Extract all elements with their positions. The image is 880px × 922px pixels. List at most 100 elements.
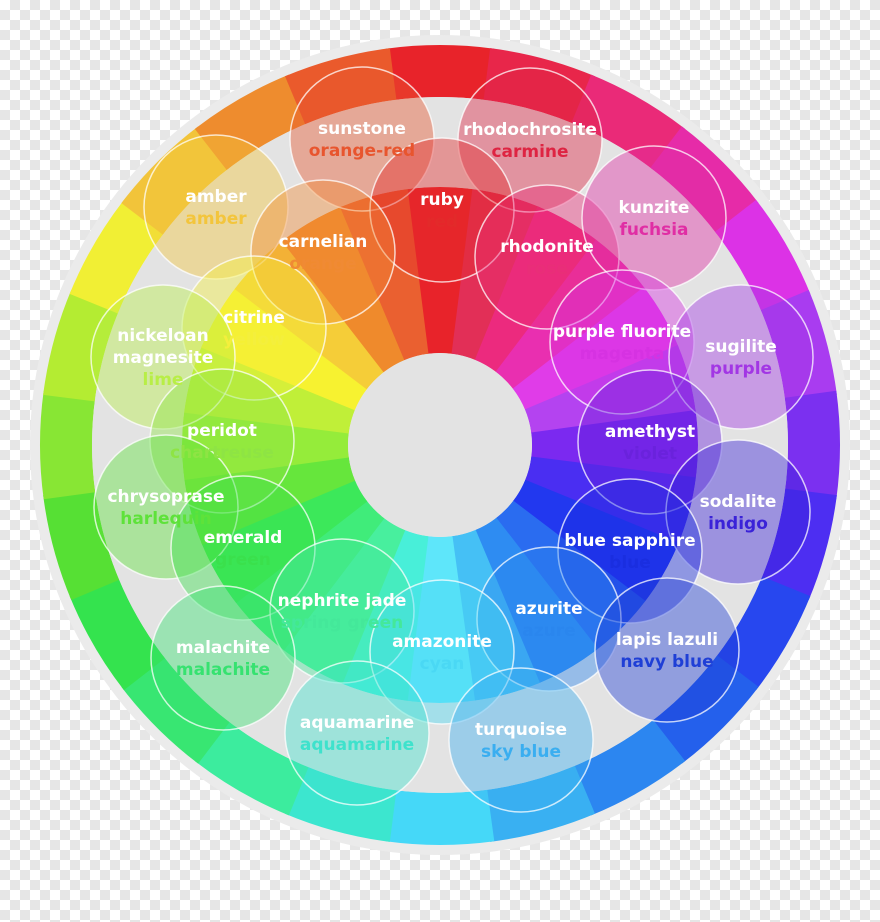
- stone-name: peridot: [187, 421, 257, 441]
- color-name: yellow: [223, 330, 285, 350]
- color-name: blue: [609, 553, 651, 573]
- color-name: aquamarine: [300, 735, 414, 755]
- stone-name: nickeloan: [117, 326, 208, 346]
- color-name: sky blue: [481, 742, 561, 762]
- inner-segment-navy-blue: [495, 500, 646, 651]
- color-name: green: [215, 550, 271, 570]
- color-name: orange-red: [309, 141, 415, 161]
- color-name: amber: [185, 209, 247, 229]
- stone-bubble: [549, 269, 695, 415]
- color-name: orange: [289, 254, 356, 274]
- stone-bubble: [448, 667, 594, 813]
- stone-name: amber: [185, 187, 247, 207]
- stone-bubble: [90, 284, 236, 430]
- stone-bubble: [557, 478, 703, 624]
- inner-segment-lime: [184, 345, 356, 434]
- color-name: rose: [526, 259, 568, 279]
- stone-name: purple fluorite: [553, 322, 691, 342]
- stone-name: sodalite: [700, 492, 777, 512]
- color-name: harlequin: [120, 509, 212, 529]
- stone-name: carnelian: [279, 232, 368, 252]
- stone-labels: sunstoneorange-redrhodochrositecarmineru…: [107, 119, 776, 762]
- stone-bubble: [476, 546, 622, 692]
- color-name: violet: [623, 444, 677, 464]
- stone-name: ruby: [420, 190, 464, 210]
- color-name: chartreuse: [170, 443, 274, 463]
- center-hole: [348, 353, 532, 537]
- stone-bubble: [93, 434, 239, 580]
- color-name: malachite: [176, 660, 270, 680]
- stone-bubble: [668, 284, 814, 430]
- inner-segment-harlequin: [184, 456, 356, 545]
- stone-name: aquamarine: [300, 713, 414, 733]
- stone-name: blue sapphire: [564, 531, 695, 551]
- stone-name: lapis lazuli: [616, 630, 718, 650]
- outer-segment-carmine: [483, 48, 596, 125]
- outer-segment-sky-blue: [483, 765, 596, 842]
- stone-bubble: [284, 660, 430, 806]
- inner-segment-green: [201, 479, 368, 604]
- inner-segment-rose: [474, 206, 599, 373]
- color-name: purple: [710, 359, 772, 379]
- outer-segment-yellow: [69, 199, 166, 314]
- stone-name: turquoise: [475, 720, 567, 740]
- stone-bubble: [369, 137, 515, 283]
- stone-name: azurite: [515, 599, 582, 619]
- stone-name: amethyst: [605, 422, 695, 442]
- outer-segment-blue: [714, 576, 811, 691]
- outer-segment-magenta: [714, 199, 811, 314]
- outer-segment-purple: [760, 289, 837, 402]
- stone-name: citrine: [223, 308, 285, 328]
- stone-bubble: [250, 179, 396, 325]
- hue-segments: [30, 35, 850, 855]
- stone-name: sugilite: [705, 337, 777, 357]
- stone-bubble: [170, 475, 316, 621]
- stone-name: chrysoprase: [107, 487, 224, 507]
- color-name: fuchsia: [619, 220, 688, 240]
- outer-segment-indigo: [760, 488, 837, 601]
- outer-segment-lime: [43, 289, 120, 402]
- outer-segment-orange: [194, 74, 309, 171]
- stone-name: nephrite jade: [278, 591, 407, 611]
- color-name: azure: [522, 621, 575, 641]
- inner-segment-amber: [234, 239, 385, 390]
- inner-segment-orange-red: [340, 189, 429, 361]
- stone-name: kunzite: [619, 198, 690, 218]
- stone-bubble: [594, 577, 740, 723]
- inner-segment-sky-blue: [451, 529, 540, 701]
- stone-name: magnesite: [113, 348, 214, 368]
- color-name: lime: [143, 370, 184, 390]
- inner-segment-yellow: [201, 286, 368, 411]
- stone-name: amazonite: [392, 632, 492, 652]
- inner-segment-spring-green: [281, 517, 406, 684]
- inner-segment-aquamarine: [340, 529, 429, 701]
- stone-name: emerald: [204, 528, 283, 548]
- outer-segment-green: [69, 576, 166, 691]
- outer-segment-amber: [121, 126, 230, 235]
- stone-name: malachite: [176, 638, 270, 658]
- inner-segment-orange: [281, 206, 406, 373]
- outer-segment-spring-green: [194, 719, 309, 816]
- color-name: cyan: [420, 654, 465, 674]
- outer-segment-red: [385, 44, 495, 101]
- outer-segment-azure: [571, 719, 686, 816]
